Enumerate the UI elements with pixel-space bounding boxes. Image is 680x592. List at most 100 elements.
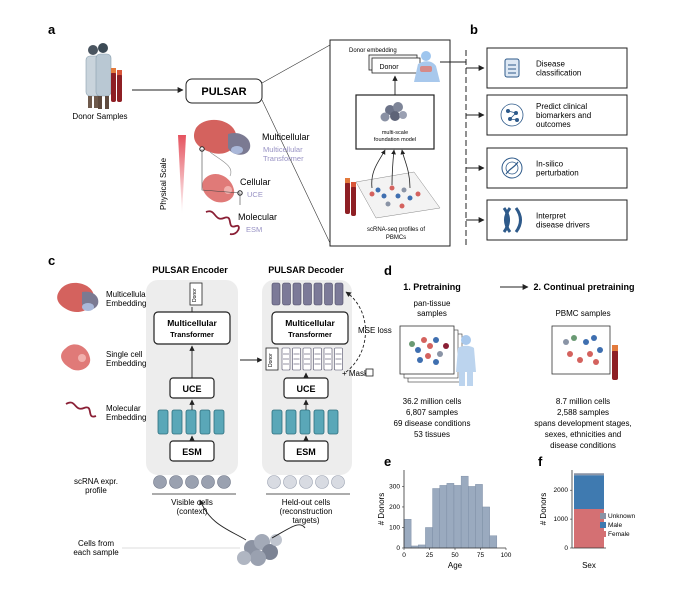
single-cell-embedding-label: Single cell [106, 350, 143, 359]
panel-a: Donor Samples PULSAR Physical Scale Mult… [72, 39, 467, 247]
human-body-icon [414, 51, 440, 82]
encoder-donor-token-label: Donor [192, 288, 198, 302]
scale-connector-line [201, 149, 241, 205]
continual-step-label: 2. Continual pretraining [533, 282, 634, 292]
panel-label-a: a [48, 22, 56, 37]
task-box-frame [486, 199, 628, 241]
legend-swatch [600, 531, 606, 537]
encoder-molecular-tokens [157, 409, 225, 435]
y-axis-label: # Donors [539, 493, 548, 525]
molecular-token [271, 409, 283, 435]
visible-cell [201, 475, 215, 489]
heldout-cell [283, 475, 297, 489]
panel-label-e: e [384, 454, 391, 469]
y-tick-label: 100 [389, 524, 400, 531]
y-tick-label: 0 [564, 545, 568, 552]
single-cell-embedding-label: Embedding [106, 359, 146, 368]
arrow-cell-to-model [371, 149, 386, 189]
heldout-cells-label: Held-out cells [282, 498, 330, 507]
reconstructed-token [282, 282, 291, 306]
single-cell-icon [61, 344, 91, 371]
foundation-model-label: foundation model [374, 137, 416, 143]
encoder-transformer-label: Transformer [170, 330, 214, 339]
molecular-token [327, 409, 339, 435]
multicellular-model-label: Transformer [263, 154, 304, 163]
pbmc-cells-icon [369, 185, 421, 209]
continual-stat: sexes, ethnicities and [545, 430, 622, 439]
visible-cell [153, 475, 167, 489]
mask-label: + Mask [342, 369, 369, 378]
y-tick-label: 0 [396, 545, 400, 552]
multicellular-model-label: Multicellular [263, 145, 303, 154]
scrna-profiles-label: PBMCs [386, 235, 406, 241]
scrna-cell-rows [153, 475, 345, 489]
multicellular-blob-icon [193, 119, 251, 177]
decoder-title: PULSAR Decoder [268, 265, 344, 275]
pulsar-label: PULSAR [201, 86, 246, 98]
task-box-frame [486, 94, 628, 136]
heldout-cell [331, 475, 345, 489]
multicellular-embedding-icon [57, 282, 99, 313]
biomarker-network-icon [500, 103, 524, 127]
histogram-bar [453, 485, 462, 549]
cell-cluster-icon [380, 102, 407, 122]
heldout-cells-label: (reconstruction [280, 507, 333, 516]
molecular-token [313, 409, 325, 435]
decoder-molecular-tokens [271, 409, 339, 435]
task-label: classification [536, 69, 581, 78]
heldout-cell [299, 475, 313, 489]
task-label: disease drivers [536, 221, 590, 230]
decoder-esm-label: ESM [296, 447, 316, 457]
x-tick-label: 0 [402, 552, 406, 559]
zoom-line-top [261, 44, 331, 84]
reconstructed-token [324, 282, 333, 306]
foundation-model-label: multi-scale [382, 130, 408, 136]
multicellular-embedding-label: Embedding [106, 299, 146, 308]
visible-cell [185, 475, 199, 489]
histogram-bar [468, 486, 476, 549]
legend-label: Female [608, 531, 630, 538]
x-axis-label: Age [448, 561, 463, 570]
encoder-transformer-box [153, 311, 231, 345]
task-label: In-silico [536, 160, 564, 169]
continual-stat: disease conditions [550, 441, 616, 450]
arrow-cell-to-model [391, 149, 396, 186]
molecular-icon [65, 401, 97, 418]
mask-token-icon [365, 368, 374, 377]
blood-tube-icon [612, 345, 618, 380]
donor-vector-label: Donor [379, 64, 399, 71]
visible-cells-label: (context) [176, 507, 207, 516]
document-icon [504, 58, 520, 78]
cell-cluster-icon [237, 534, 282, 566]
reconstructed-token [313, 282, 323, 306]
pan-tissue-stack-icon [399, 325, 463, 383]
legend-swatch [600, 522, 606, 528]
pretraining-stat: 53 tissues [414, 430, 450, 439]
heldout-cell [315, 475, 329, 489]
histogram-bar [446, 483, 455, 549]
cells-from-sample-label: Cells from [78, 539, 114, 548]
histogram-bar [482, 506, 490, 549]
encoder-uce-label: UCE [182, 384, 201, 394]
dna-target-icon [501, 157, 523, 179]
stacked-bar-segment [574, 475, 604, 509]
y-tick-label: 2000 [554, 487, 569, 494]
x-tick-label: 25 [426, 552, 434, 559]
panel-label-f: f [538, 454, 543, 469]
molecular-token [185, 409, 197, 435]
multicellular-label: Multicellular [262, 132, 310, 142]
pan-tissue-label: pan-tissue [414, 299, 451, 308]
histogram-bar [425, 527, 433, 549]
encoder-esm-label: ESM [182, 447, 202, 457]
task-label: Predict clinical [536, 102, 587, 111]
decoder-transformer-label: Transformer [288, 330, 332, 339]
cellular-label: Cellular [240, 177, 271, 187]
histogram-bar [432, 488, 440, 549]
pulsar-box [185, 78, 263, 104]
stacked-bar-segment [574, 509, 604, 548]
pan-tissue-label: samples [417, 309, 447, 318]
